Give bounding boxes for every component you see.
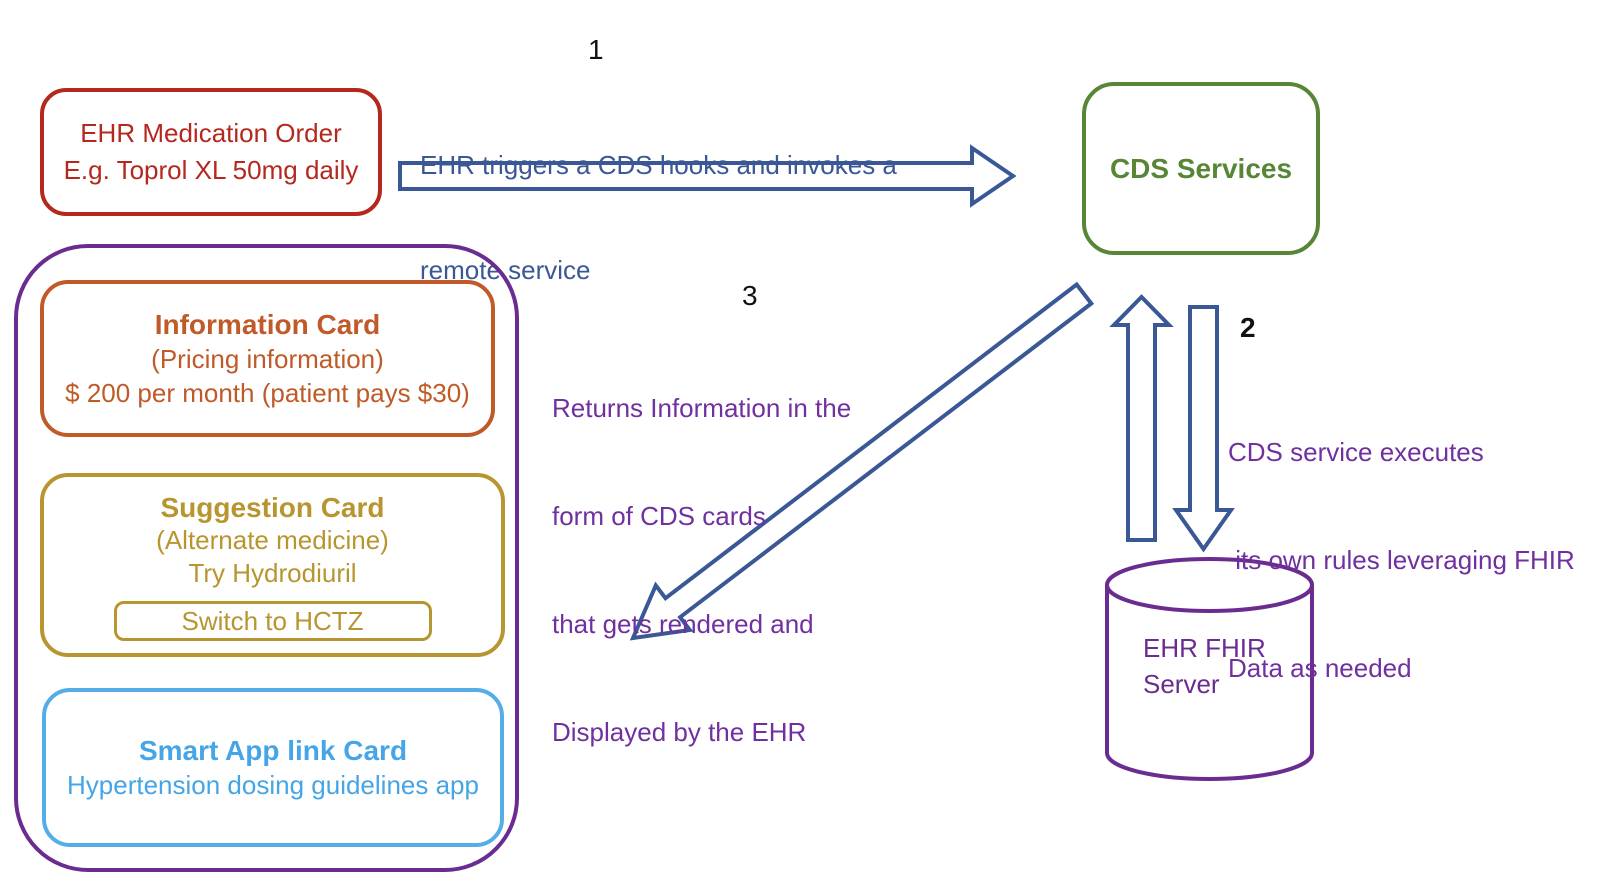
step3-caption-line1: Returns Information in the xyxy=(552,393,852,423)
step1-caption-line1: EHR triggers a CDS hooks and invokes a xyxy=(420,150,897,180)
information-card-detail: $ 200 per month (patient pays $30) xyxy=(65,377,470,408)
step2-caption-line2: its own rules leveraging FHIR xyxy=(1228,545,1575,575)
information-card-title: Information Card xyxy=(154,308,381,340)
step3-caption: Returns Information in the form of CDS c… xyxy=(552,318,851,822)
step3-caption-line2: form of CDS cards xyxy=(552,501,766,531)
step2-caption-line3: Data as needed xyxy=(1228,653,1412,683)
step2-number: 2 xyxy=(1240,312,1256,343)
ehr-fhir-server-label-line2: Server xyxy=(1143,669,1220,699)
step3-caption-line3: that gets rendered and xyxy=(552,609,814,639)
step2-caption-line1: CDS service executes xyxy=(1228,437,1484,467)
arrow-fhir-to-cds-up xyxy=(1109,294,1174,542)
smart-app-link-card-title: Smart App link Card xyxy=(138,734,408,766)
switch-to-hctz-button[interactable]: Switch to HCTZ xyxy=(113,601,432,641)
information-card: Information Card (Pricing information) $… xyxy=(40,280,495,437)
cds-cards-container xyxy=(14,244,519,872)
suggestion-card-detail: Try Hydrodiuril xyxy=(188,558,357,588)
switch-to-hctz-label: Switch to HCTZ xyxy=(181,605,364,636)
step3-caption-line4: Displayed by the EHR xyxy=(552,717,807,747)
cds-services-node: CDS Services xyxy=(1082,82,1320,255)
ehr-medication-order-line1: EHR Medication Order xyxy=(80,118,342,148)
ehr-fhir-server-label: EHR FHIR Server xyxy=(1143,630,1266,702)
smart-app-link-card-subtitle: Hypertension dosing guidelines app xyxy=(67,769,479,800)
step1-number: 1 xyxy=(588,34,604,65)
suggestion-card-title: Suggestion Card xyxy=(160,492,385,523)
smart-app-link-card: Smart App link Card Hypertension dosing … xyxy=(42,688,504,847)
suggestion-card-subtitle: (Alternate medicine) xyxy=(156,525,389,555)
arrow-cds-to-fhir-down xyxy=(1172,305,1235,553)
ehr-medication-order-line2: E.g. Toprol XL 50mg daily xyxy=(63,155,359,185)
suggestion-card: Suggestion Card (Alternate medicine) Try… xyxy=(40,473,505,657)
step1-caption: EHR triggers a CDS hooks and invokes a r… xyxy=(420,78,897,358)
cds-services-label: CDS Services xyxy=(1109,152,1293,184)
step2-caption: CDS service executes its own rules lever… xyxy=(1228,362,1575,758)
information-card-subtitle: (Pricing information) xyxy=(151,343,384,374)
ehr-medication-order-node: EHR Medication Order E.g. Toprol XL 50mg… xyxy=(40,88,382,216)
ehr-fhir-server-label-line1: EHR FHIR xyxy=(1143,633,1266,663)
step3-number: 3 xyxy=(742,280,758,311)
